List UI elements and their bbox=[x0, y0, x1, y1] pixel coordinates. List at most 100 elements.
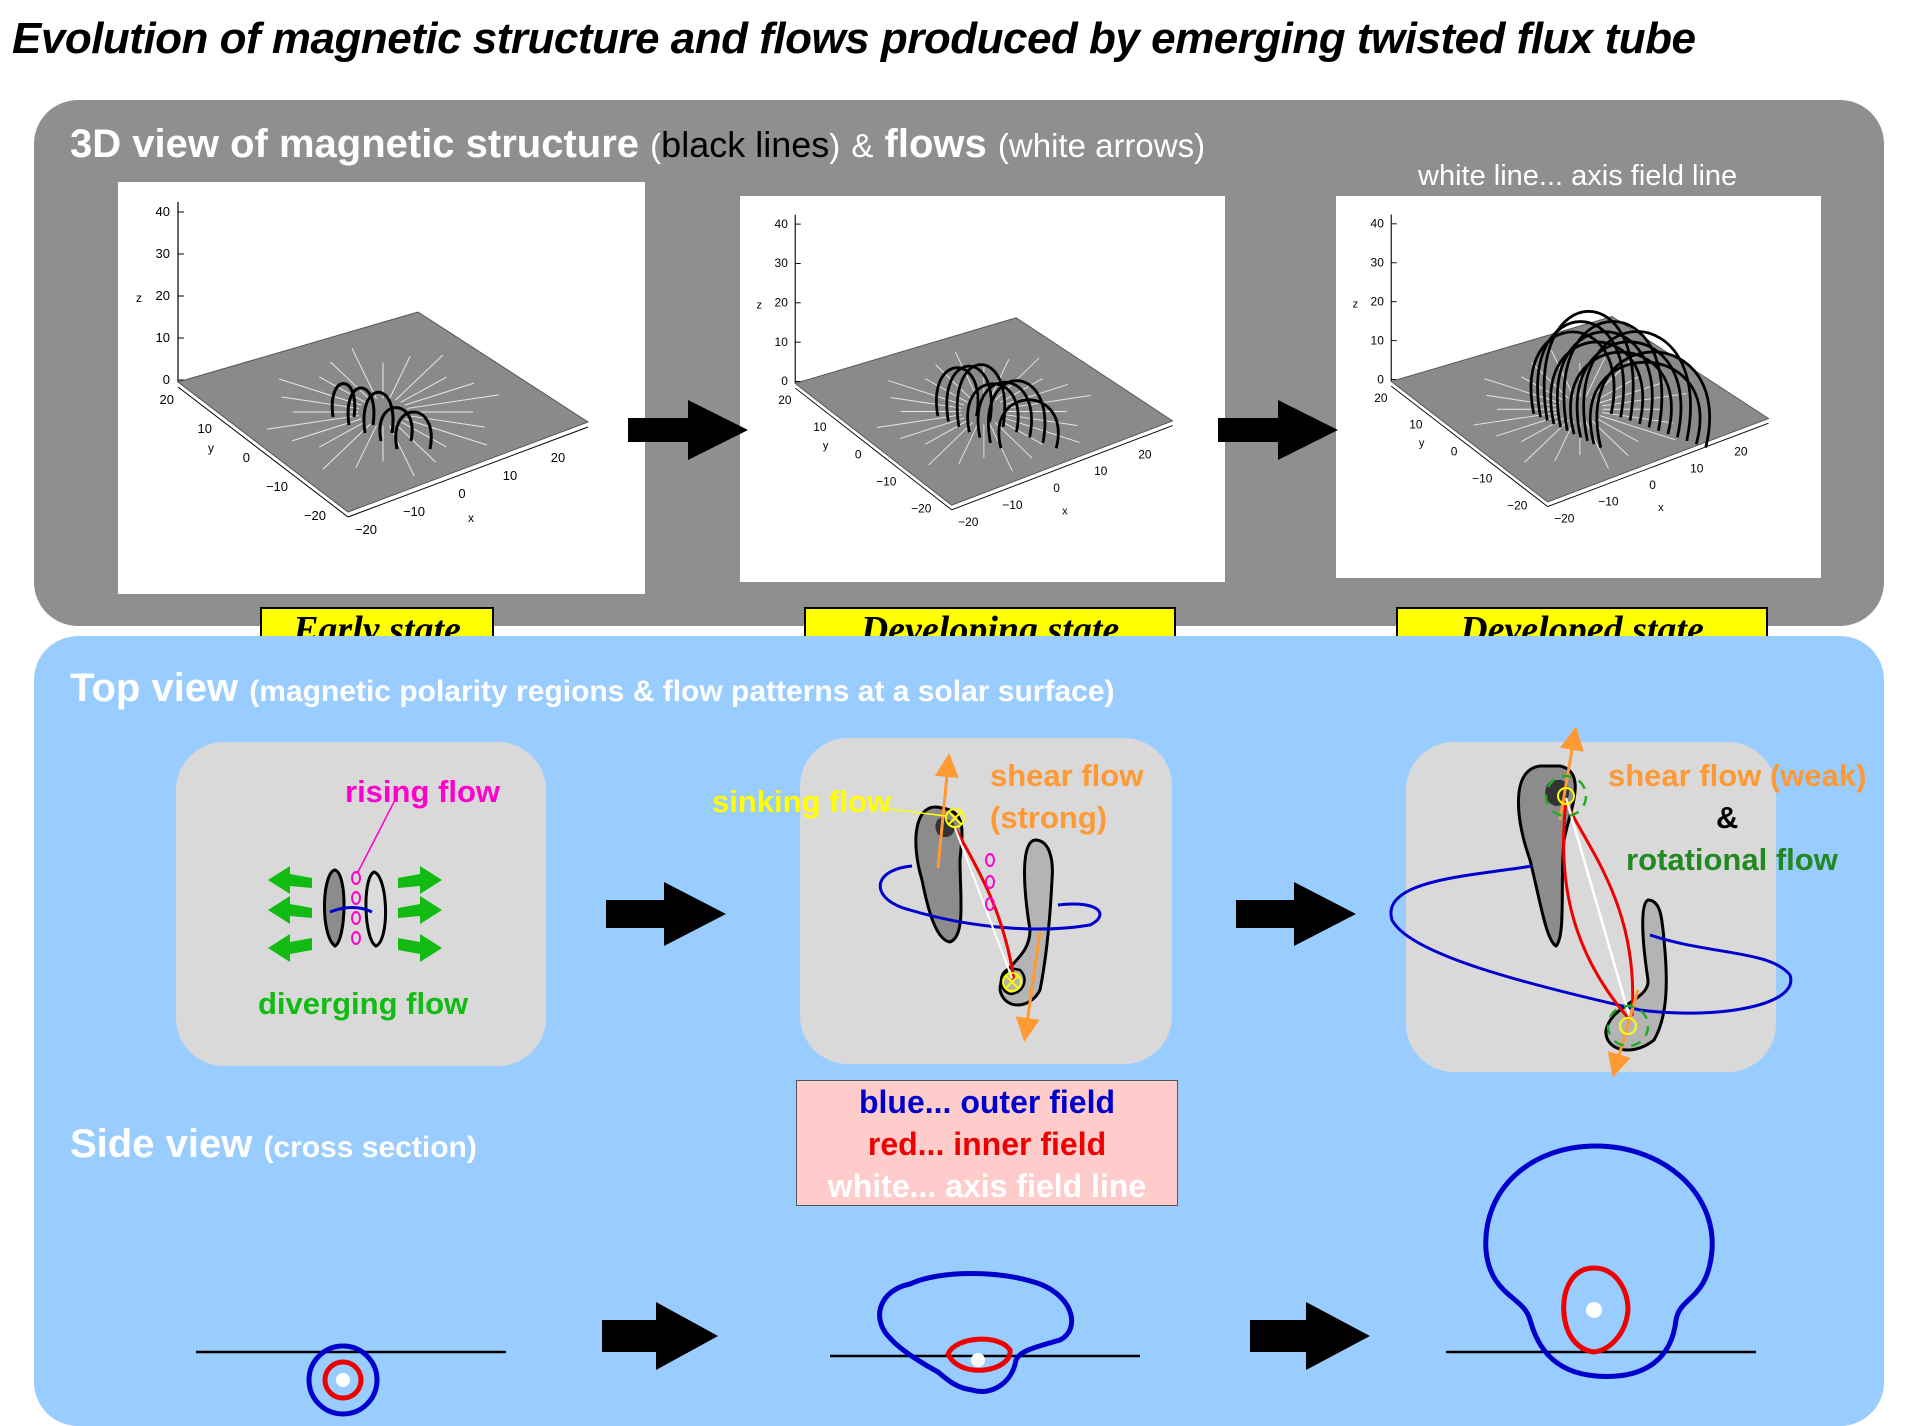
flow-arrow bbox=[1554, 421, 1575, 462]
dev-rising-circles bbox=[985, 853, 995, 911]
top-view-tile-early bbox=[176, 742, 546, 1066]
flow-arrow bbox=[407, 415, 485, 428]
y-tick-label: 20 bbox=[1374, 391, 1388, 405]
devd-rotation-top bbox=[1544, 774, 1588, 818]
flow-arrow bbox=[1595, 417, 1639, 443]
devd-shear-arrow-up bbox=[1558, 726, 1584, 821]
side-early-axis bbox=[336, 1373, 350, 1387]
dev-outer-field-line bbox=[878, 864, 1102, 931]
surface-plane bbox=[1390, 316, 1770, 503]
y-axis-line bbox=[177, 386, 349, 518]
field-line-loop bbox=[330, 382, 357, 418]
x-tick-label: 0 bbox=[1053, 481, 1060, 495]
x-axis-label: x bbox=[468, 511, 474, 525]
flow-arrow bbox=[958, 423, 979, 464]
flow-arrow bbox=[1585, 357, 1606, 398]
z-tick-label: 40 bbox=[1371, 216, 1385, 230]
z-axis-label: z bbox=[1353, 298, 1359, 310]
flow-arrow bbox=[1599, 415, 1676, 441]
flow-arrow bbox=[1602, 392, 1687, 407]
flow-arrow bbox=[278, 378, 362, 406]
early-diverging-arrows bbox=[268, 866, 442, 962]
z-tick-label: 40 bbox=[156, 204, 170, 219]
z-tick-label: 10 bbox=[156, 330, 170, 345]
flow-arrow bbox=[1550, 349, 1575, 398]
heading-3d-main: 3D view of magnetic structure bbox=[70, 122, 640, 166]
y-tick-label: −20 bbox=[304, 508, 326, 523]
page-title: Evolution of magnetic structure and flow… bbox=[12, 14, 1696, 63]
field-line-loop bbox=[1555, 330, 1654, 428]
devd-sinking-bottom bbox=[1619, 1017, 1637, 1035]
z-tick-label: 10 bbox=[775, 335, 789, 349]
flow-arrow bbox=[395, 423, 436, 463]
y-tick-label: 20 bbox=[778, 393, 792, 407]
side-dev-axis bbox=[971, 1353, 985, 1367]
dev-polarity-pos bbox=[998, 838, 1054, 1007]
z-tick-label: 30 bbox=[156, 246, 170, 261]
field-line-loop bbox=[346, 386, 376, 426]
flow-arrow bbox=[400, 376, 447, 403]
x-tick-label: 0 bbox=[458, 486, 465, 501]
panel-3d-heading: 3D view of magnetic structure (black lin… bbox=[70, 122, 1205, 167]
side-view-heading-sub: (cross section) bbox=[263, 1131, 477, 1164]
y-tick-label: 0 bbox=[243, 450, 250, 465]
x-tick-label: −10 bbox=[1002, 498, 1023, 512]
devd-axis-field-line bbox=[1564, 797, 1632, 1019]
legend-inner-field: red... inner field bbox=[867, 1126, 1107, 1162]
field-line-loop bbox=[394, 410, 433, 450]
y-axis-label: y bbox=[1419, 437, 1425, 449]
dev-shear-arrow-down bbox=[1015, 931, 1042, 1042]
devd-sinking-top bbox=[1557, 787, 1575, 805]
y-tick-label: −10 bbox=[876, 474, 897, 488]
top-view-heading: Top view (magnetic polarity regions & fl… bbox=[70, 666, 1115, 711]
side-devd-outer bbox=[1483, 1143, 1715, 1379]
flow-arrow bbox=[999, 420, 1043, 445]
early-polarity-left bbox=[323, 868, 346, 948]
field-line-loop bbox=[935, 366, 980, 417]
field-line-loop bbox=[1575, 340, 1683, 438]
y-tick-label: −20 bbox=[911, 502, 932, 516]
flow-arrow bbox=[404, 418, 488, 446]
x-tick-label: 20 bbox=[1734, 445, 1748, 459]
flow-arrow bbox=[322, 423, 371, 470]
flow-arrow bbox=[1521, 417, 1564, 443]
field-line-loop bbox=[955, 363, 1006, 428]
flow-arrow bbox=[351, 348, 377, 399]
y-tick-label: 10 bbox=[1409, 418, 1423, 432]
x-tick-label: 10 bbox=[1094, 464, 1108, 478]
field-line-loop bbox=[1529, 330, 1616, 415]
z-axis-label: z bbox=[136, 291, 142, 305]
x-tick-label: 20 bbox=[551, 450, 565, 465]
label-diverging-flow: diverging flow bbox=[258, 986, 469, 1021]
heading-3d-sub: (white arrows) bbox=[997, 127, 1206, 164]
x-tick-label: −20 bbox=[1554, 511, 1575, 525]
z-tick-label: 20 bbox=[156, 288, 170, 303]
field-line-loop bbox=[997, 398, 1060, 449]
flow-arrow bbox=[281, 396, 359, 409]
side-dev-outer bbox=[877, 1271, 1075, 1394]
label-rising-flow: rising flow bbox=[345, 774, 500, 809]
arrow-3d-1-shape bbox=[628, 400, 748, 460]
heading-3d-paren-close: ) bbox=[829, 127, 841, 164]
top-developed-group bbox=[1389, 726, 1793, 1078]
field-line-loop bbox=[1582, 330, 1692, 442]
heading-3d-black-lines: black lines bbox=[661, 124, 830, 165]
flow-arrow bbox=[1484, 378, 1561, 404]
flow-arrow bbox=[925, 420, 968, 445]
devd-rotation-bottom bbox=[1606, 1004, 1650, 1048]
heading-3d-paren-open: ( bbox=[650, 127, 662, 164]
side-view-drawings bbox=[196, 1143, 1756, 1417]
label-sinking-flow: sinking flow bbox=[712, 784, 892, 819]
y-tick-label: 10 bbox=[198, 421, 212, 436]
y-tick-label: 10 bbox=[813, 420, 827, 434]
flow-arrow bbox=[389, 355, 411, 399]
y-tick-label: 0 bbox=[855, 447, 862, 461]
devd-shear-arrow-down bbox=[1607, 989, 1640, 1078]
y-tick-label: 0 bbox=[1451, 445, 1458, 459]
arrow-3d-2-shape bbox=[1218, 400, 1338, 460]
flow-arrow bbox=[389, 425, 415, 476]
